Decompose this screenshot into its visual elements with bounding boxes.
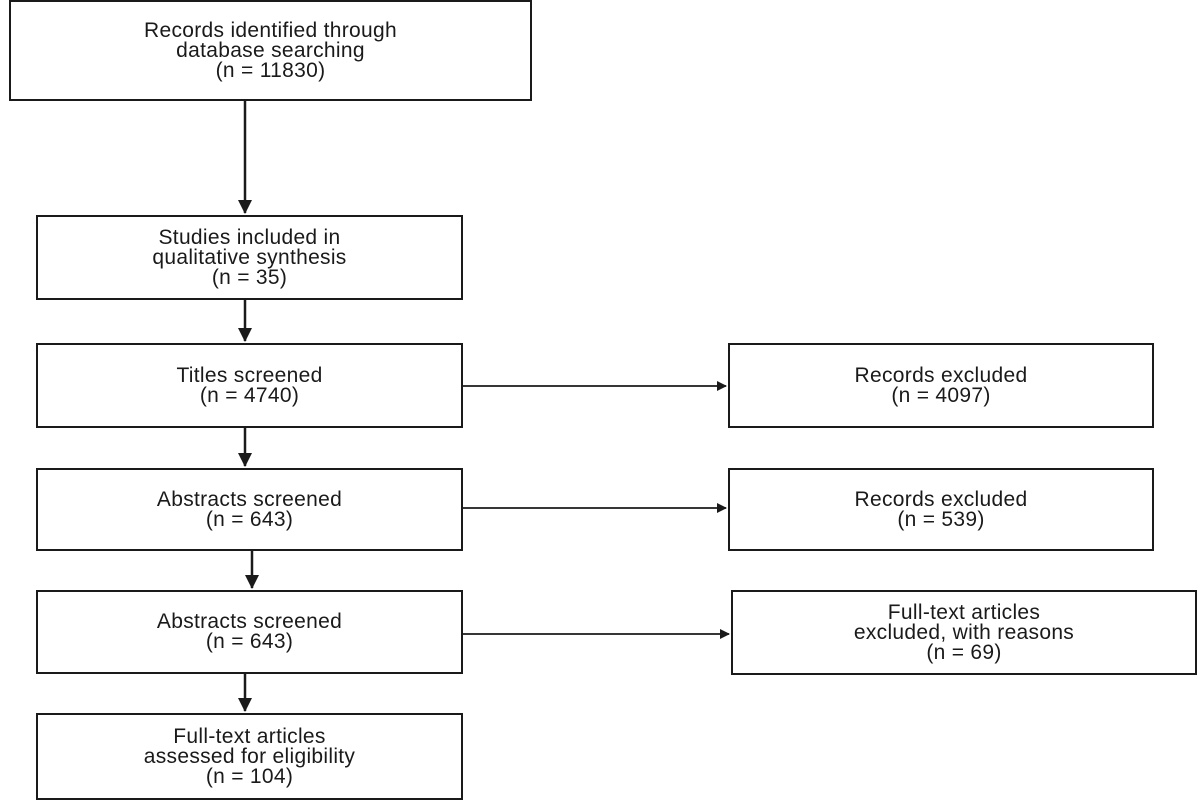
studies-included-line-1: Studies included in — [158, 225, 341, 249]
fulltext-excluded-box: Full-text articles excluded, with reason… — [731, 590, 1197, 675]
records-identified-line-2: database searching — [176, 38, 365, 62]
records-excluded-titles-count: (n = 4097) — [891, 383, 991, 407]
studies-included-line-2: qualitative synthesis — [152, 245, 347, 269]
fulltext-excluded-count: (n = 69) — [926, 640, 1002, 664]
abstracts-screened-1-count: (n = 643) — [205, 507, 294, 531]
records-identified-line-1: Records identified through — [144, 18, 397, 42]
studies-included-box: Studies included in qualitative synthesi… — [36, 215, 463, 300]
records-excluded-titles-label: Records excluded — [854, 363, 1028, 387]
fulltext-excluded-line-1: Full-text articles — [887, 600, 1041, 624]
titles-screened-count: (n = 4740) — [199, 383, 300, 407]
titles-screened-box: Titles screened (n = 4740) — [36, 343, 463, 428]
abstracts-screened-1-label: Abstracts screened — [156, 487, 343, 511]
fulltext-assessed-box: Full-text articles assessed for eligibil… — [36, 713, 463, 800]
records-excluded-abstracts-label: Records excluded — [854, 487, 1028, 511]
titles-screened-label: Titles screened — [176, 363, 323, 387]
fulltext-excluded-line-2: excluded, with reasons — [853, 620, 1075, 644]
abstracts-screened-2-count: (n = 643) — [205, 630, 294, 653]
studies-included-count: (n = 35) — [211, 265, 288, 289]
records-identified-count: (n = 11830) — [215, 58, 326, 82]
fulltext-assessed-line-1: Full-text articles — [173, 724, 326, 748]
records-excluded-abstracts-count: (n = 539) — [897, 507, 985, 531]
fulltext-assessed-line-2: assessed for eligibility — [143, 744, 356, 768]
records-excluded-titles-box: Records excluded (n = 4097) — [728, 343, 1154, 428]
fulltext-assessed-count: (n = 104) — [205, 764, 294, 788]
abstracts-screened-2-label: Abstracts screened — [156, 610, 343, 633]
abstracts-screened-box-1: Abstracts screened (n = 643) — [36, 468, 463, 551]
records-excluded-abstracts-box: Records excluded (n = 539) — [728, 468, 1154, 551]
records-identified-box: Records identified through database sear… — [9, 0, 532, 101]
abstracts-screened-box-2: Abstracts screened (n = 643) — [36, 590, 463, 674]
